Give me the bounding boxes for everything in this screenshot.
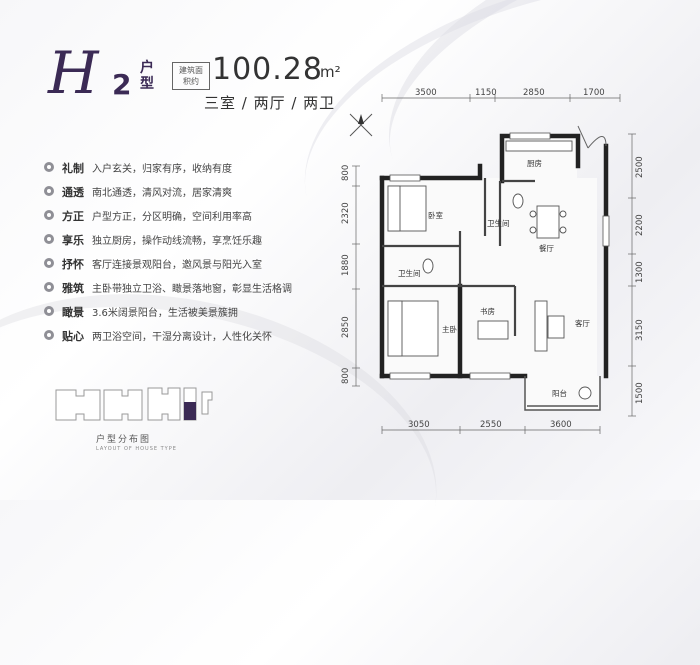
right-dimension: 3150 [635,319,645,341]
plant-icon [578,386,592,400]
desk-icon [477,320,509,340]
room-label-bathroom: 卫生间 [398,268,421,278]
sofa-icon [534,300,548,352]
bullet-icon [44,330,54,340]
feature-title: 抒怀 [62,258,84,271]
feature-text: 两卫浴空间，干湿分离设计，人性化关怀 [92,332,272,343]
bullet-icon [44,210,54,220]
bullet-icon [44,162,54,172]
right-dimension: 1300 [635,261,645,283]
room-label-bedroom: 卧室 [428,210,443,220]
right-dimension: 1500 [635,382,645,404]
top-dimension: 1150 [475,88,497,98]
feature-text: 户型方正，分区明确，空间利用率高 [92,212,252,223]
room-label-living: 客厅 [575,318,590,328]
top-dimension: 2850 [523,88,545,98]
bottom-dimension: 3600 [550,420,572,430]
toilet-icon [422,258,434,274]
area-unit: m² [320,63,341,81]
left-dimension: 2320 [341,202,351,224]
coffee-table-icon [547,315,565,339]
feature-title: 礼制 [62,162,84,175]
toilet-icon [512,193,524,209]
bullet-icon [44,282,54,292]
area-label: 建筑面积约 [172,62,210,90]
left-dimension: 800 [341,368,351,384]
room-label-dining: 餐厅 [539,244,554,253]
feature-title: 贴心 [62,330,84,343]
floor-plan: 3500 1150 2850 1700 3050 2550 3600 800 2… [341,88,645,434]
room-label-kitchen: 厨房 [527,158,542,168]
highlighted-unit [184,402,196,420]
bottom-dimension: 2550 [480,420,502,430]
locator-caption: 户型分布图 [96,435,152,445]
left-dimension: 2850 [341,316,351,338]
left-dimension: 1880 [341,254,351,276]
feature-text: 南北通透，清风对流，居家清爽 [92,188,232,199]
bottom-dimension: 3050 [408,420,430,430]
top-dimension: 1700 [583,88,605,98]
type-suffix: 户型 [140,60,154,92]
compass-icon [349,113,373,137]
feature-title: 方正 [62,210,84,223]
room-summary: 三室 / 两厅 / 两卫 [204,94,336,112]
room-label-bathroom: 卫生间 [487,218,510,228]
bullet-icon [44,258,54,268]
feature-text: 独立厨房，操作动线流畅，享烹饪乐趣 [92,236,262,247]
feature-title: 享乐 [62,234,84,247]
feature-text: 客厅连接景观阳台，邀风景与阳光入室 [92,260,262,271]
building-locator-map [55,387,213,421]
locator-subtitle: LAYOUT OF HOUSE TYPE [96,446,177,452]
feature-text: 主卧带独立卫浴、瞰景落地窗，彰显生活格调 [92,284,292,295]
room-label-balcony: 阳台 [552,388,567,398]
room-label-master-bedroom: 主卧 [442,324,457,334]
kitchen-counter-icon [505,140,573,152]
bullet-icon [44,234,54,244]
right-dimension: 2500 [635,156,645,178]
top-dimension: 3500 [415,88,437,98]
feature-title: 瞰景 [62,306,84,319]
feature-title: 通透 [62,186,84,199]
type-letter: H [48,39,99,107]
left-dimension: 800 [341,165,351,181]
type-number: 2 [112,68,132,101]
bullet-icon [44,186,54,196]
room-label-study: 书房 [480,306,495,316]
bullet-icon [44,306,54,316]
feature-text: 入户玄关，归家有序，收纳有度 [92,164,232,175]
feature-title: 雅筑 [62,282,84,295]
area-value: 100.28 [212,52,323,87]
dining-table-icon [536,205,560,239]
feature-text: 3.6米阔景阳台，生活被美景簇拥 [92,308,238,319]
right-dimension: 2200 [635,214,645,236]
